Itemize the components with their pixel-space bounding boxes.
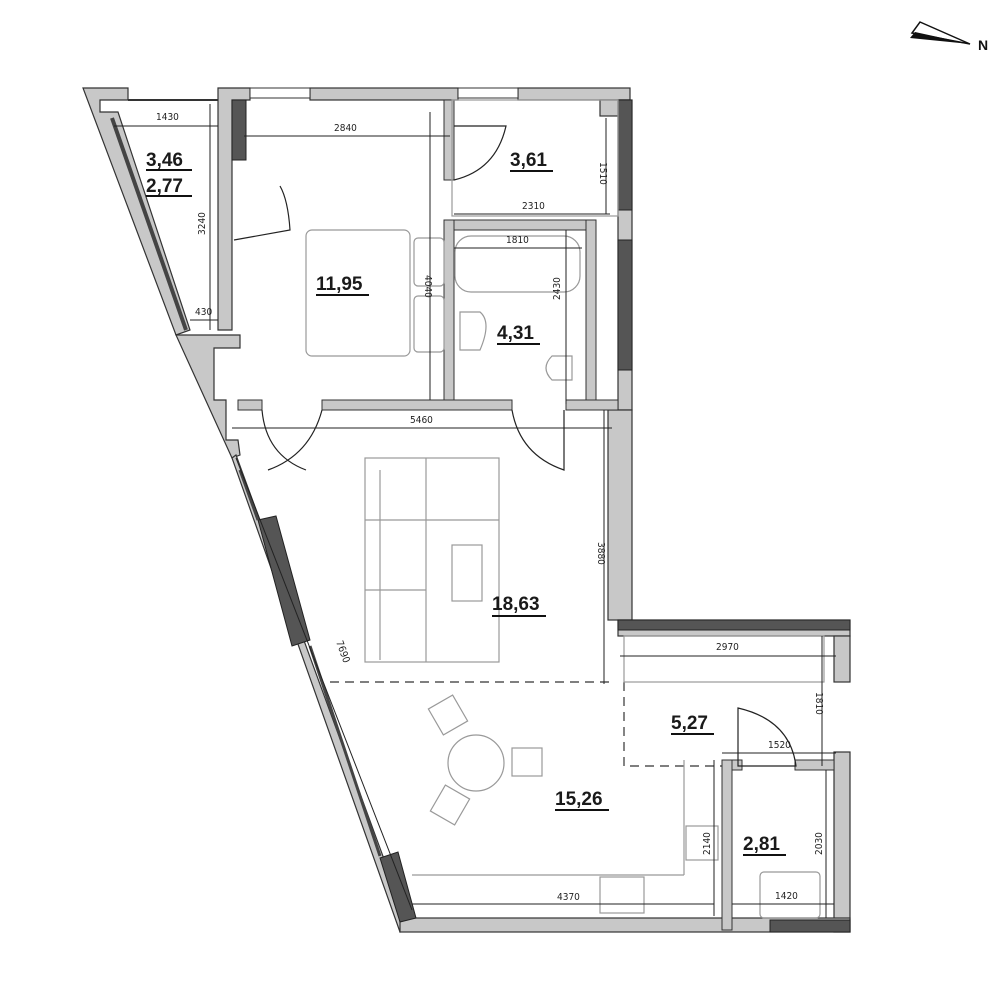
dim-living-width: 5460 xyxy=(410,415,433,426)
dim-bath-width: 1810 xyxy=(506,235,529,246)
dim-window-wall: 7690 xyxy=(333,639,351,665)
dim-balcony-depth: 3240 xyxy=(197,212,208,235)
room-area-labels: 3,46 2,77 11,95 3,61 4,31 18,63 15,26 5,… xyxy=(146,150,786,856)
dim-bedroom-depth: 4040 xyxy=(422,275,433,298)
dim-hall-inner-width: 1520 xyxy=(768,740,791,751)
room-area-storage: 2,81 xyxy=(743,834,780,855)
room-area-kitchen: 15,26 xyxy=(555,789,603,810)
dimension-labels: 1430 3240 430 2840 4040 2310 1510 1810 2… xyxy=(156,112,825,903)
dim-hall-depth: 1810 xyxy=(813,692,824,715)
room-area-balcony: 3,46 xyxy=(146,150,183,171)
windows xyxy=(110,87,519,857)
dim-hall-width: 2970 xyxy=(716,642,739,653)
north-arrow-icon: N xyxy=(910,21,988,53)
dim-balcony-width-top: 1430 xyxy=(156,112,179,123)
dim-balcony-width-bottom: 430 xyxy=(195,307,212,318)
room-area-bedroom: 11,95 xyxy=(316,274,363,295)
dim-living-depth: 3880 xyxy=(595,542,606,565)
dim-kitchen-width: 4370 xyxy=(557,892,580,903)
dimension-lines xyxy=(114,104,836,918)
room-area-hall: 5,27 xyxy=(671,713,708,734)
dim-storage-width: 1420 xyxy=(775,891,798,902)
dim-bath-depth: 2430 xyxy=(552,277,563,300)
dim-closet-width: 2310 xyxy=(522,201,545,212)
dim-closet-depth: 1510 xyxy=(597,162,608,185)
room-area-living: 18,63 xyxy=(492,594,540,615)
room-area-closet: 3,61 xyxy=(510,150,547,171)
zone-dividers xyxy=(330,681,722,767)
room-area-balcony-secondary: 2,77 xyxy=(146,176,183,197)
north-label: N xyxy=(978,37,988,53)
furniture xyxy=(305,99,825,919)
interior-walls xyxy=(237,99,835,931)
dim-kitchen-depth: 2140 xyxy=(702,832,713,855)
dim-storage-depth: 2030 xyxy=(814,832,825,855)
door-swings xyxy=(233,125,797,767)
dim-bedroom-width: 2840 xyxy=(334,123,357,134)
room-area-bathroom: 4,31 xyxy=(497,323,534,344)
